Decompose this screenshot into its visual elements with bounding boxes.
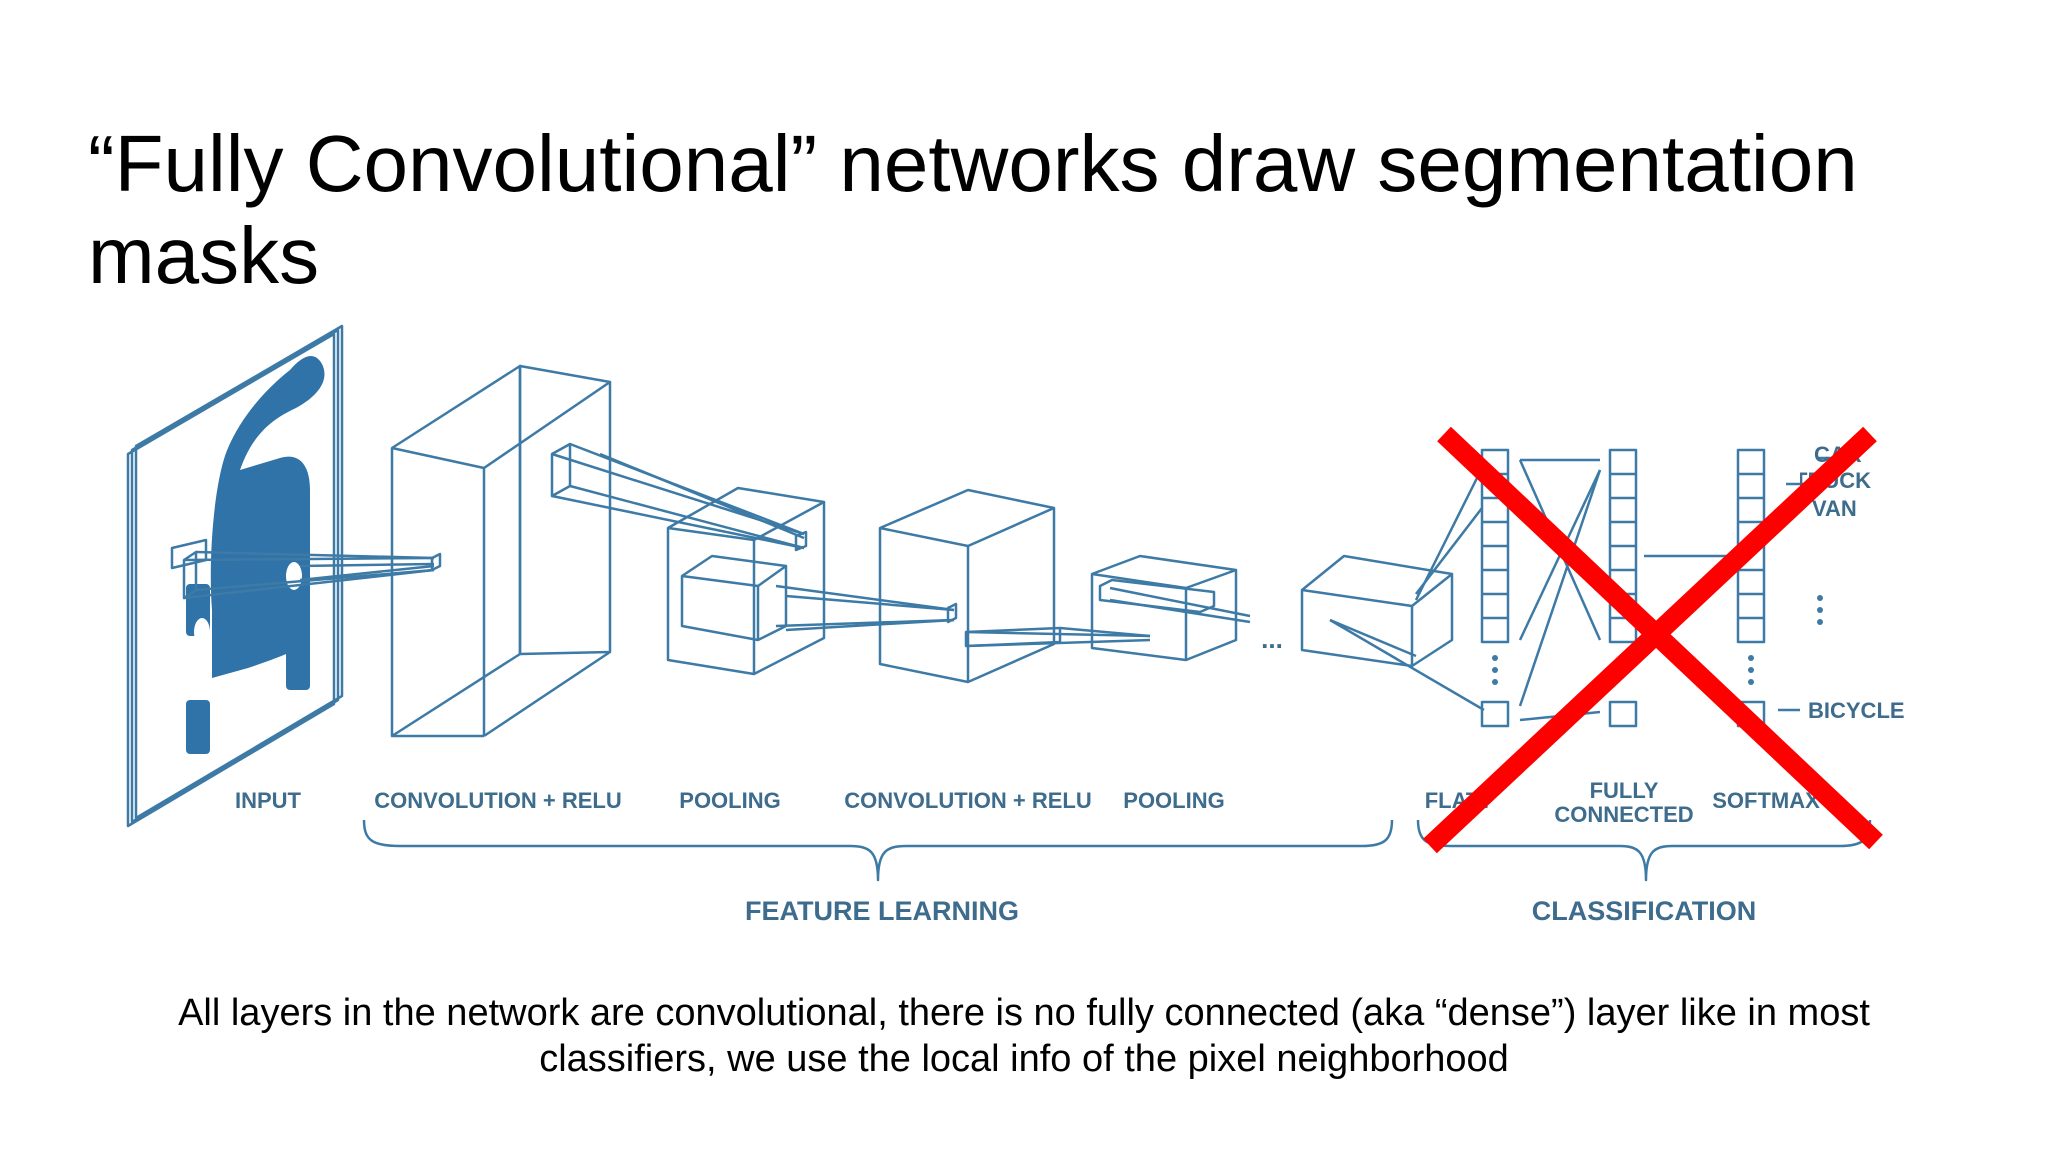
slide-caption: All layers in the network are convolutio… [60,990,1988,1082]
label-pool1: POOLING [679,788,780,813]
label-fc-line2: CONNECTED [1554,802,1693,827]
pool1-box [666,486,826,676]
caption-line-2: classifiers, we use the local info of th… [539,1038,1509,1080]
group-label-classification: CLASSIFICATION [1532,896,1757,926]
slide-title: “Fully Convolutional” networks draw segm… [88,119,1858,300]
caption-line-1: All layers in the network are convolutio… [178,992,1870,1034]
input-image [126,324,344,828]
ellipsis-label: ... [1261,624,1283,654]
red-cross-icon [1423,426,1883,854]
label-input: INPUT [235,788,302,813]
class-label-bicycle: BICYCLE [1808,698,1905,723]
label-fc-line1: FULLY [1590,778,1659,803]
vertical-ellipsis-dots [1492,595,1823,685]
conv1-box [390,364,612,738]
network-drawing [126,324,1872,882]
label-softmax: SOFTMAX [1712,788,1820,813]
label-conv1: CONVOLUTION + RELU [374,788,622,813]
label-pool2: POOLING [1123,788,1224,813]
pre-flatten-box [1300,467,1485,712]
class-label-van: VAN [1812,496,1857,521]
conv2-box [878,488,1056,684]
group-label-feature-learning: FEATURE LEARNING [745,896,1019,926]
classification-brace [1416,819,1872,882]
label-conv2: CONVOLUTION + RELU [844,788,1092,813]
feature-learning-brace [362,819,1394,882]
pool2-box [1090,554,1251,662]
